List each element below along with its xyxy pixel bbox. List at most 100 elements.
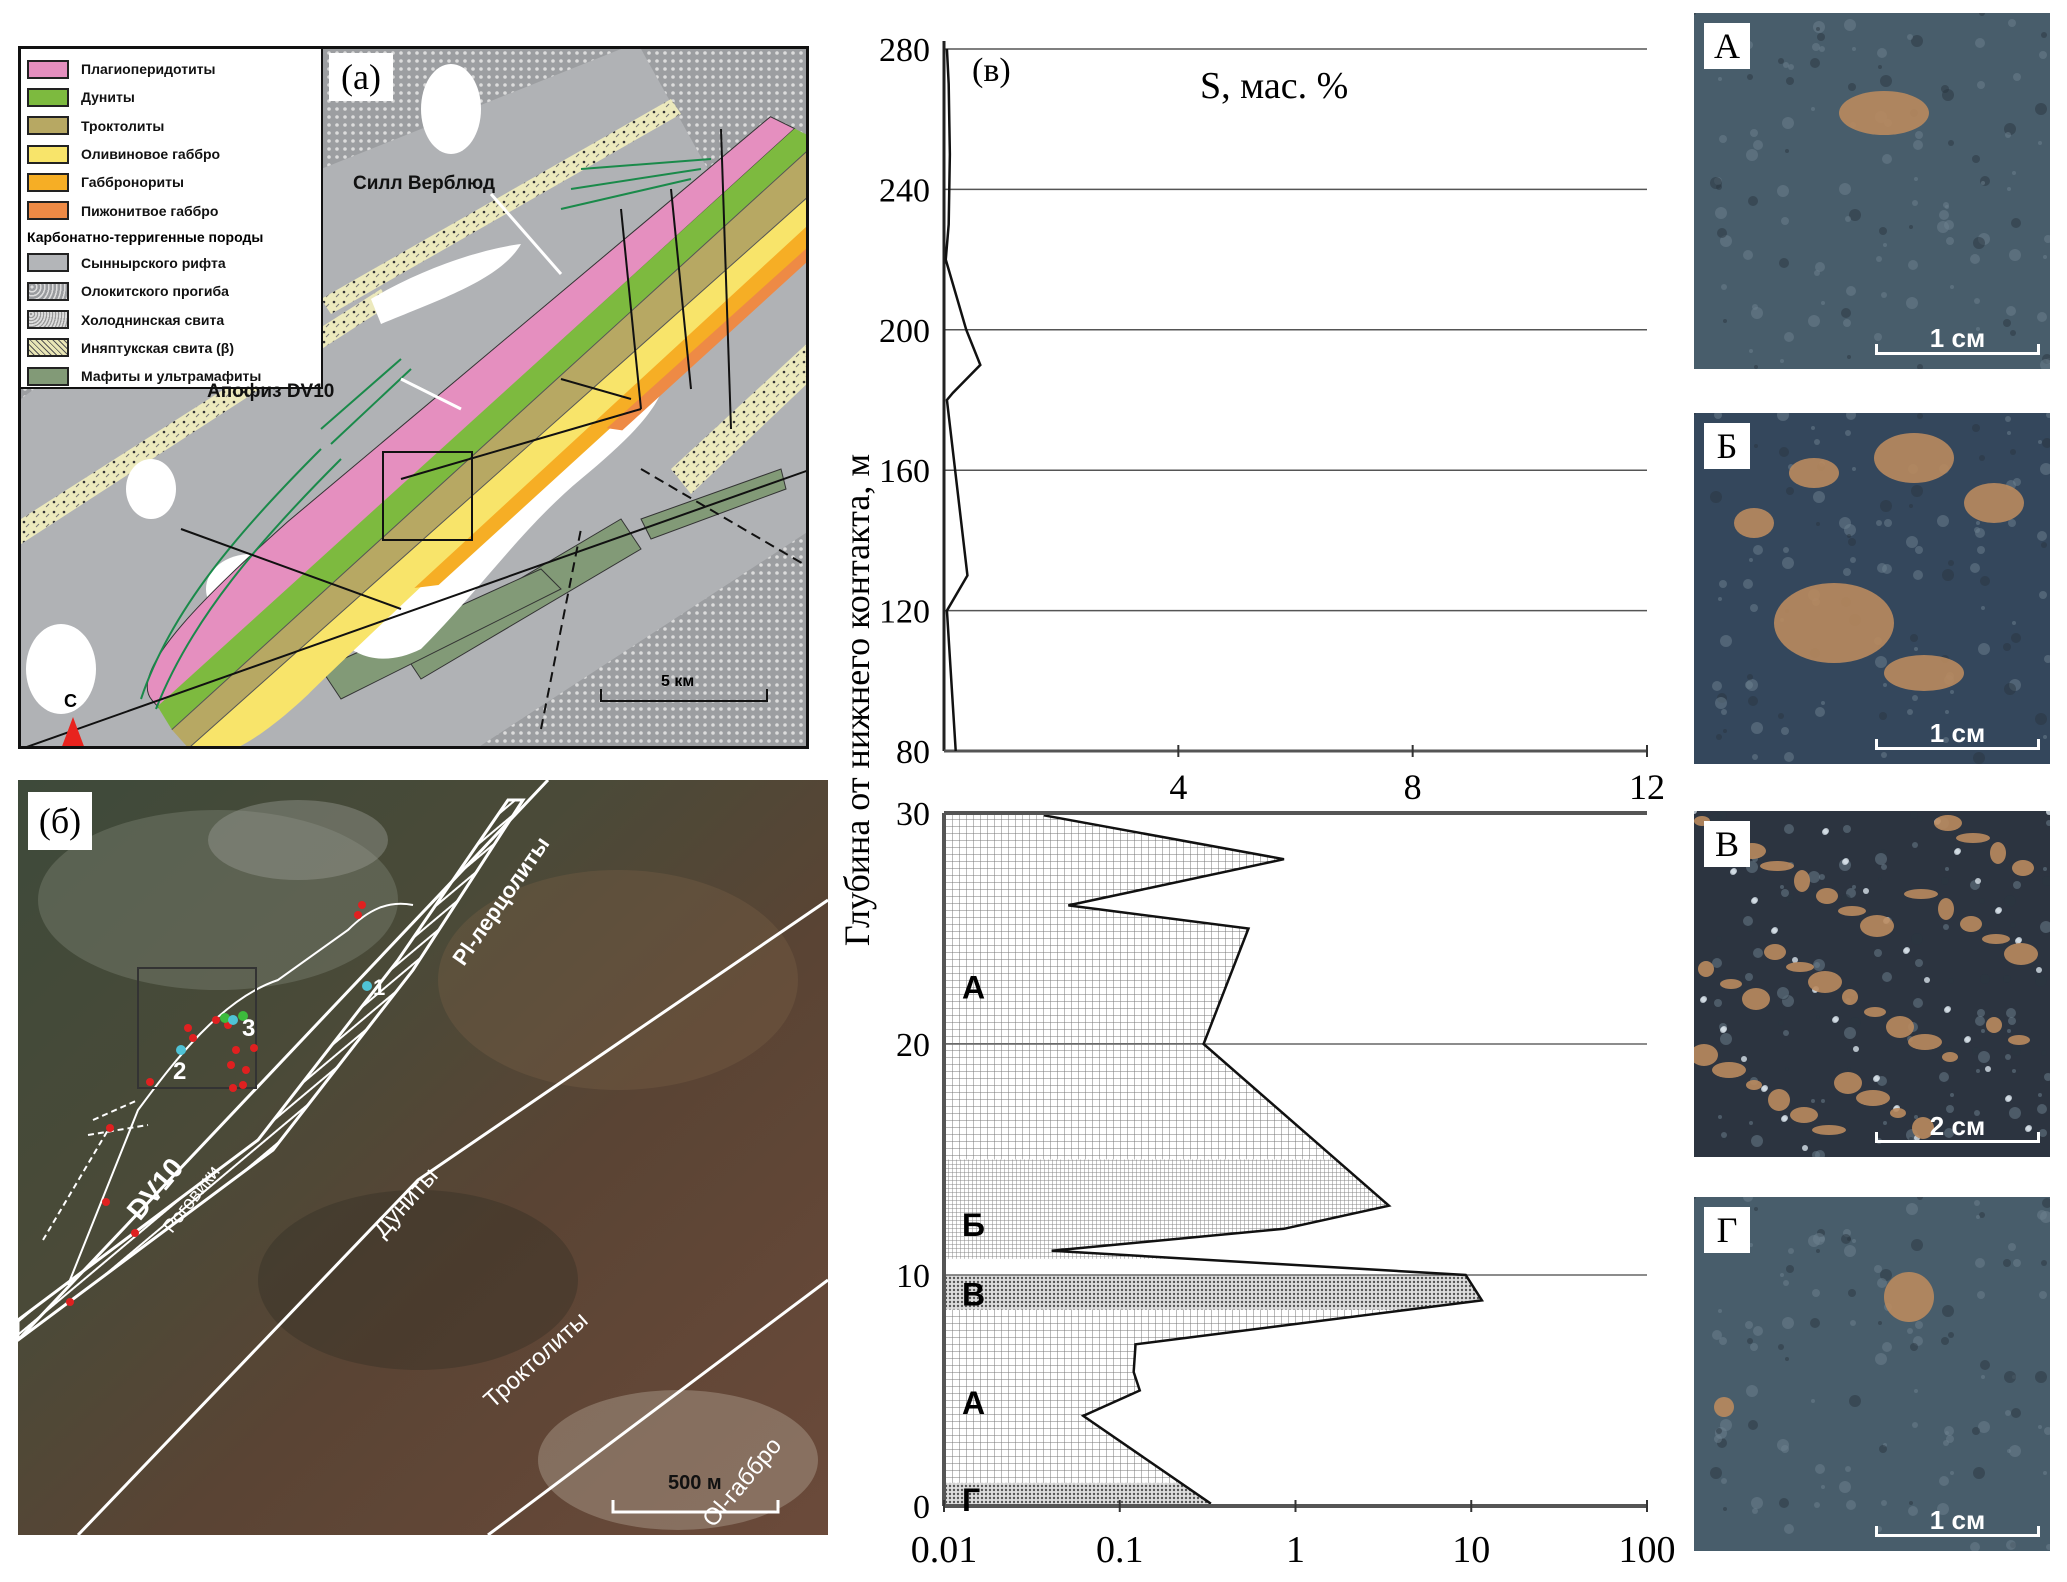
photo-tag: В [1704, 821, 1750, 867]
y-tick-label: 20 [896, 1027, 930, 1064]
legend-label: Иняптукская свита (β) [81, 339, 234, 356]
mafic-body [320, 568, 562, 700]
sill-arrow [489, 193, 563, 275]
legend-label: Мафиты и ультрамафиты [81, 368, 262, 385]
x-tick-label: 4 [1169, 767, 1187, 807]
chart-tag: (в) [972, 52, 1011, 89]
zone-label: В [962, 1276, 985, 1312]
study-area-frame [137, 967, 257, 1089]
quaternary-cover [421, 64, 481, 154]
legend-item: Троктолиты [27, 112, 321, 140]
geological-map [21, 49, 806, 746]
legend-label: Оливиновое габбро [81, 146, 221, 163]
x-tick-label: 0.01 [911, 1529, 978, 1571]
green-dikes [140, 158, 712, 710]
sample-photo: Г 1 см [1694, 1197, 2050, 1551]
photo-scale-bar: 1 см [1875, 323, 2040, 359]
legend-item: Сыннырского рифта [27, 249, 321, 277]
legend-swatch [27, 338, 69, 358]
x-tick-label: 10 [1452, 1529, 1490, 1571]
photo-scale-label: 1 см [1929, 718, 1986, 748]
y-tick-label: 10 [896, 1258, 930, 1295]
y-tick-label: 280 [879, 32, 930, 69]
sill-label: Силл Верблюд [353, 173, 496, 194]
legend-label: Олокитского прогиба [81, 283, 229, 300]
y-tick-label: 240 [879, 172, 930, 209]
legend-label: Пижонитвое габбро [81, 202, 219, 219]
north-arrow-icon [62, 717, 84, 746]
legend-swatch [27, 172, 69, 192]
legend-item: Плагиоперидотиты [27, 55, 321, 83]
s-content-line [944, 48, 982, 752]
dv10-contact [67, 902, 414, 1286]
x-tick-label: 100 [1619, 1529, 1676, 1571]
photo-scale-bar: 1 см [1875, 1505, 2040, 1541]
scale-label: 5 км [661, 673, 695, 690]
legend-label: Троктолиты [81, 117, 165, 134]
legend-item: Иняптукская свита (β) [27, 334, 321, 362]
legend-swatch [27, 59, 69, 79]
legend-item: Оливиновое габбро [27, 140, 321, 168]
zone-fill [944, 813, 1482, 1160]
x-tick-label: 12 [1629, 767, 1665, 807]
quaternary-cover [26, 624, 96, 714]
photo-tag: А [1704, 23, 1750, 69]
legend-label: Плагиоперидотиты [81, 61, 216, 78]
photo-tag: Г [1704, 1207, 1750, 1253]
quaternary-cover [126, 459, 176, 519]
panel-b-tag: (б) [28, 792, 92, 850]
zone-fill [944, 1159, 1482, 1259]
zone-fill [944, 1275, 1482, 1310]
chart-title: S, мас. % [1200, 65, 1349, 107]
inyaptuk-suite-band [671, 344, 806, 494]
blue-points [176, 981, 372, 1055]
zone-label: А [962, 969, 985, 1005]
zone-label: Г [962, 1482, 980, 1518]
legend-item: Пижонитвое габбро [27, 196, 321, 224]
legend-label: Габбронориты [81, 174, 184, 191]
y-tick-label: 120 [879, 594, 930, 631]
legend-swatch [27, 253, 69, 273]
y-tick-label: 0 [913, 1489, 930, 1526]
panel-a-tag: (а) [329, 53, 393, 101]
legend-item: Габбронориты [27, 168, 321, 196]
y-tick-label: 160 [879, 453, 930, 490]
sample-points [66, 901, 366, 1306]
y-tick-label: 80 [896, 734, 930, 771]
photo-scale-bar: 2 см [1875, 1111, 2040, 1147]
x-tick-label: 8 [1404, 767, 1422, 807]
north-label: С [64, 691, 77, 711]
scale-bar [611, 1500, 780, 1514]
legend-header: Карбонатно-терригенные породы [27, 228, 264, 245]
olokit-trough-area [480, 532, 806, 746]
x-tick-label: 1 [1286, 1529, 1305, 1571]
y-tick-label: 30 [896, 796, 930, 833]
legend-item: Дуниты [27, 83, 321, 111]
photo-scale-label: 1 см [1929, 1505, 1986, 1535]
legend-item: Олокитского прогиба [27, 277, 321, 305]
y-tick-label: 200 [879, 313, 930, 350]
sample-photo: В 2 см [1694, 811, 2050, 1157]
zone-label: Б [962, 1207, 985, 1243]
legend-swatch [27, 201, 69, 221]
legend-swatch [27, 310, 69, 330]
photo-scale-bar: 1 см [1875, 718, 2040, 754]
s-content-log-line [1043, 814, 1485, 1505]
photo-scale-label: 2 см [1929, 1111, 1986, 1141]
y-axis-label: Глубина от нижнего контакта, м [837, 453, 877, 947]
dv10-contact-inferred [42, 1099, 149, 1241]
contact-line [76, 898, 828, 1535]
legend-label: Холоднинская свита [81, 311, 225, 328]
apophysis-label: Апофиз DV10 [207, 381, 335, 402]
zone-label: А [962, 1385, 985, 1421]
satellite-image [18, 780, 828, 1535]
green-points [220, 1011, 248, 1023]
scale-label: 500 м [668, 1472, 722, 1494]
contact-line [18, 780, 550, 1342]
scale-bar [600, 689, 768, 702]
legend-label: Сыннырского рифта [81, 254, 226, 271]
